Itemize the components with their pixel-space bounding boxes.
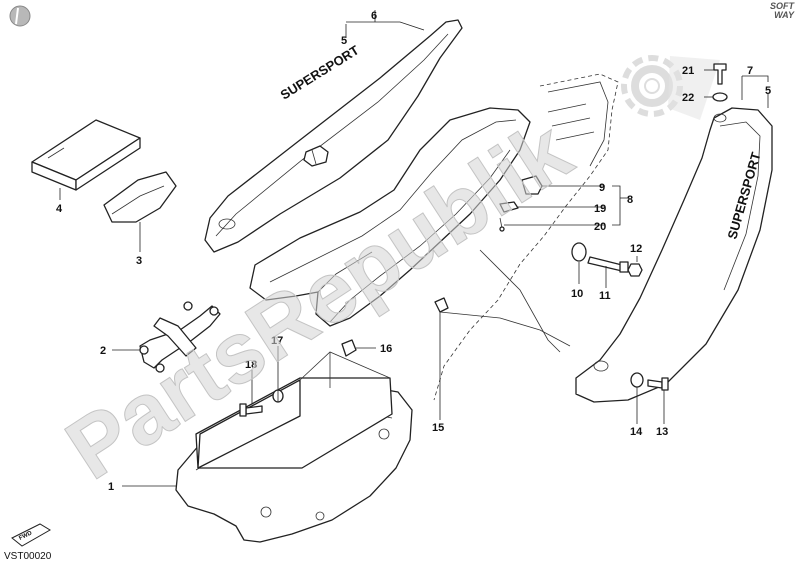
fwd-label: FWD xyxy=(18,530,34,542)
callout-5-right: 5 xyxy=(765,85,771,97)
callout-18: 18 xyxy=(245,359,257,371)
callout-15: 15 xyxy=(432,422,444,434)
callout-19: 19 xyxy=(594,203,606,215)
right-side-cover: SUPERSPORT xyxy=(575,107,773,403)
seat xyxy=(249,107,531,327)
callout-14: 14 xyxy=(630,426,643,438)
support-strap xyxy=(139,301,221,373)
callout-22: 22 xyxy=(682,92,694,104)
callout-12: 12 xyxy=(630,243,642,255)
callout-7: 7 xyxy=(747,65,753,77)
callout-3: 3 xyxy=(136,255,142,267)
undertray: FWD xyxy=(11,351,413,547)
brand-logo-line-2: WAY xyxy=(774,10,794,20)
callout-labels: 6 5 7 5 21 22 9 8 19 20 12 10 11 14 13 1… xyxy=(56,10,771,493)
callout-9: 9 xyxy=(599,182,605,194)
callout-10: 10 xyxy=(571,288,583,300)
callout-16: 16 xyxy=(380,343,392,355)
brand-logo: SOFT WAY xyxy=(770,2,794,20)
callout-11: 11 xyxy=(599,290,611,302)
reference-code: VST00020 xyxy=(4,551,52,562)
callout-6: 6 xyxy=(371,10,377,22)
callout-13: 13 xyxy=(656,426,668,438)
fwd-indicator: FWD xyxy=(11,523,51,547)
tool-pouch xyxy=(103,171,177,223)
callout-5-left: 5 xyxy=(341,35,347,47)
callout-2: 2 xyxy=(100,345,106,357)
gear-icon xyxy=(621,55,720,120)
left-cover-decal: SUPERSPORT xyxy=(278,42,362,102)
brand-logo-line-1: SOFT xyxy=(770,1,794,11)
callout-8: 8 xyxy=(627,194,633,206)
cover-bracket xyxy=(303,145,329,167)
callout-leaders xyxy=(59,10,769,487)
callout-17: 17 xyxy=(271,335,283,347)
callout-20: 20 xyxy=(594,221,606,233)
callout-1: 1 xyxy=(108,481,114,493)
tool-kit-case xyxy=(31,119,141,191)
callout-21: 21 xyxy=(682,65,694,77)
circle-icon xyxy=(9,5,31,27)
callout-4: 4 xyxy=(56,203,63,215)
hardware-set xyxy=(434,63,728,391)
seat-subframe xyxy=(433,73,619,401)
tray-hardware xyxy=(239,339,357,417)
